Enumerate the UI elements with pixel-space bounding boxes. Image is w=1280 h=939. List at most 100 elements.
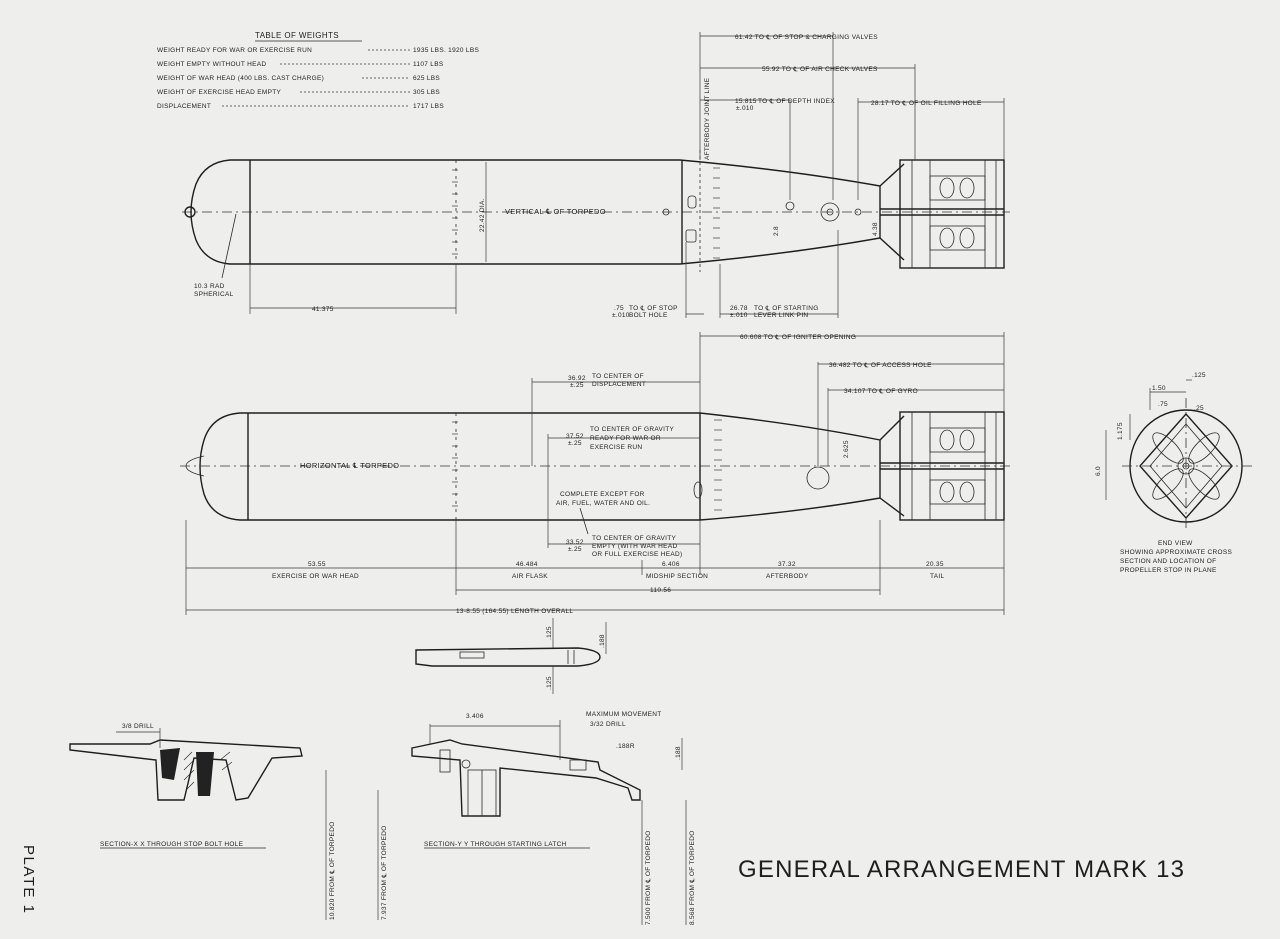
cg-war-tolerance: ±.25	[568, 440, 582, 447]
weights-row-label: DISPLACEMENT	[157, 103, 211, 110]
plate-number: PLATE 1	[20, 845, 37, 914]
weights-row-label: WEIGHT OF EXERCISE HEAD EMPTY	[157, 89, 282, 96]
max-movement-label: MAXIMUM MOVEMENT	[586, 711, 662, 718]
vertical-dim-4: 8.568 FROM ℄ OF TORPEDO	[689, 830, 696, 925]
end-view-dim-5: 1.175	[1117, 422, 1124, 440]
cg-empty-tolerance: ±.25	[568, 546, 582, 553]
vertical-dim-2: 7.937 FROM ℄ OF TORPEDO	[381, 825, 388, 920]
vertical-dim-188: .188	[675, 746, 682, 760]
dim-midship-label: MIDSHIP SECTION	[646, 573, 708, 580]
dim-tail-label: TAIL	[930, 573, 945, 580]
weights-table: TABLE OF WEIGHTS WEIGHT READY FOR WAR OR…	[157, 31, 479, 110]
dim-head-value: 53.55	[308, 561, 326, 568]
displacement-value: 36.92	[568, 375, 586, 382]
weights-row-label: WEIGHT READY FOR WAR OR EXERCISE RUN	[157, 47, 312, 54]
drill-small-callout: 3/32 DRILL	[590, 721, 626, 728]
plan-hull-outline	[190, 159, 881, 265]
complete-except-label: COMPLETE EXCEPT FOR	[560, 491, 645, 498]
end-view-dim-3: .75	[1158, 401, 1168, 408]
dim-3406: 3.406	[466, 713, 484, 720]
displacement-tolerance: ±.25	[570, 382, 584, 389]
gyro-offset-label: 2.625	[843, 440, 850, 458]
vertical-dim-1: 10.820 FROM ℄ OF TORPEDO	[329, 821, 336, 920]
starting-lever-label: TO ℄ OF STARTING	[754, 305, 819, 312]
torpedo-plan-view: VERTICAL ℄ OF TORPEDO 22.42 DIA.	[182, 32, 1010, 319]
dim-air-check-valves: 55.92 TO ℄ OF AIR CHECK VALVES	[762, 66, 878, 73]
end-view-caption-2: SHOWING APPROXIMATE CROSS	[1120, 549, 1232, 556]
side-centerline-label: HORIZONTAL ℄ TORPEDO	[300, 461, 399, 470]
starting-lever-tolerance: ±.010	[730, 312, 748, 319]
latch-dim-1: .125	[546, 626, 553, 640]
section-yy-detail: 3.406 MAXIMUM MOVEMENT 3/32 DRILL .188R …	[411, 711, 683, 849]
stop-bolt-value: .75	[614, 305, 624, 312]
dim-flask-value: 46.484	[516, 561, 538, 568]
end-view-caption-3: SECTION AND LOCATION OF	[1120, 558, 1216, 565]
weights-row-label: WEIGHT OF WAR HEAD (400 LBS. CAST CHARGE…	[157, 75, 324, 82]
dim-gyro: 34.107 TO ℄ OF GYRO	[844, 388, 918, 395]
depth-offset-label: 2.8	[773, 226, 780, 236]
nose-length-dim: 41.375	[312, 306, 334, 313]
cg-empty-label: TO CENTER OF GRAVITY	[592, 535, 676, 542]
cg-empty-label-3: OR FULL EXERCISE HEAD)	[592, 551, 683, 558]
weights-row-value: 305 LBS	[413, 89, 440, 96]
torpedo-side-view: HORIZONTAL ℄ TORPEDO	[180, 332, 1010, 558]
weights-row-value: 1935 LBS. 1920 LBS	[413, 47, 479, 54]
overall-dimension-chain: 53.55 EXERCISE OR WAR HEAD 46.484 AIR FL…	[185, 520, 1005, 615]
weights-row-value: 1107 LBS	[413, 61, 444, 68]
depth-index-value: 15.815	[735, 98, 757, 105]
cg-war-label-3: EXERCISE RUN	[590, 444, 642, 451]
dim-length-overall: 13-8.55 (164.55) LENGTH OVERALL	[456, 608, 573, 615]
nose-radius-label-2: SPHERICAL	[194, 291, 234, 298]
end-view: 1.50 .125 .75 .25 1.175 6.0 END VIEW SHO…	[1095, 372, 1252, 574]
dim-flask-label: AIR FLASK	[512, 573, 548, 580]
starting-lever-value: 26.78	[730, 305, 748, 312]
section-xx-detail: 3/8 DRILL SECTION-X X THROUGH STOP BOLT …	[69, 723, 303, 849]
dim-oil-filling-hole: 28.17 TO ℄ OF OIL FILLING HOLE	[871, 100, 982, 107]
afterbody-joint-line-label: AFTERBODY JOINT LINE	[704, 77, 711, 160]
depth-index-label: TO ℄ OF DEPTH INDEX	[758, 98, 835, 105]
displacement-label: TO CENTER OF	[592, 373, 644, 380]
access-hole	[806, 466, 830, 490]
latch-dim-3: .125	[546, 676, 553, 690]
plan-diameter-label: 22.42 DIA.	[479, 198, 486, 232]
plan-tail-assembly	[879, 159, 1005, 269]
drawing-title: GENERAL ARRANGEMENT MARK 13	[738, 856, 1185, 883]
weights-table-heading: TABLE OF WEIGHTS	[255, 31, 339, 40]
complete-except-label-2: AIR, FUEL, WATER AND OIL.	[556, 500, 650, 507]
stop-bolt-label: TO ℄ OF STOP	[629, 305, 678, 312]
cg-war-value: 37.52	[566, 433, 584, 440]
starting-latch-detail: .125 .188 .125	[415, 618, 607, 694]
end-view-caption-4: PROPELLER STOP IN PLANE	[1120, 567, 1217, 574]
dim-subtotal: 110.56	[650, 587, 671, 594]
weights-row-value: 625 LBS	[413, 75, 440, 82]
section-xx-caption: SECTION-X X THROUGH STOP BOLT HOLE	[100, 841, 244, 848]
dim-afterbody-label: AFTERBODY	[766, 573, 809, 580]
drill-callout: 3/8 DRILL	[122, 723, 154, 730]
end-view-dim-1: 1.50	[1152, 385, 1166, 392]
latch-dim-2: .188	[599, 634, 606, 648]
stop-bolt-label-2: BOLT HOLE	[629, 312, 668, 319]
depth-index-tolerance: ±.010	[736, 105, 754, 112]
vertical-reference-dimensions: 10.820 FROM ℄ OF TORPEDO 7.937 FROM ℄ OF…	[325, 770, 696, 925]
cg-empty-value: 33.52	[566, 539, 584, 546]
dim-access-hole: 36.482 TO ℄ OF ACCESS HOLE	[829, 362, 932, 369]
cg-empty-label-2: EMPTY (WITH WAR HEAD	[592, 543, 677, 550]
dim-head-label: EXERCISE OR WAR HEAD	[272, 573, 359, 580]
end-view-dim-2: .125	[1192, 372, 1206, 379]
section-yy-caption: SECTION-Y Y THROUGH STARTING LATCH	[424, 841, 567, 848]
radius-callout: .188R	[616, 743, 635, 750]
vertical-dim-3: 7.500 FROM ℄ OF TORPEDO	[645, 830, 652, 925]
dim-igniter-opening: 60.608 TO ℄ OF IGNITER OPENING	[740, 334, 856, 341]
plan-centerline-label: VERTICAL ℄ OF TORPEDO	[505, 207, 606, 216]
tail-offset-label: 4.38	[872, 222, 879, 236]
end-view-dim-6: 6.0	[1095, 466, 1102, 476]
starting-lever-label-2: LEVER LINK PIN	[754, 312, 808, 319]
stop-bolt-tolerance: ±.010	[612, 312, 630, 319]
dim-stop-charging-valves: 61.42 TO ℄ OF STOP & CHARGING VALVES	[735, 34, 878, 41]
nose-radius-label: 10.3 RAD	[194, 283, 225, 290]
side-tail-assembly	[879, 411, 1005, 521]
dim-tail-value: 20.35	[926, 561, 944, 568]
weights-row-label: WEIGHT EMPTY WITHOUT HEAD	[157, 61, 266, 68]
dim-midship-value: 6.406	[662, 561, 680, 568]
